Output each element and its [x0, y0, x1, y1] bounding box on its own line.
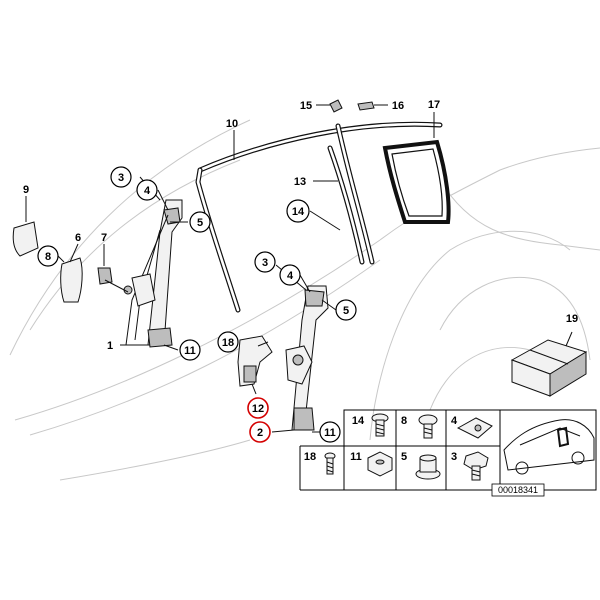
hex-nut-icon — [367, 451, 393, 477]
callout-circle — [189, 211, 211, 233]
hardware-table: 14 8 4 18 11 5 3 — [299, 409, 597, 491]
callout-label: 5 — [197, 217, 203, 229]
callout-label: 7 — [101, 232, 107, 244]
crank-handle-parts — [12, 221, 129, 303]
table-item-label: 4 — [451, 415, 458, 427]
callout-label: 3 — [118, 172, 124, 184]
clip-nut-icon — [456, 417, 493, 439]
callout-circle — [136, 179, 158, 201]
quarter-glass — [382, 139, 451, 224]
callout-label: 11 — [184, 345, 196, 357]
callout-circle — [319, 421, 341, 443]
table-item-label: 3 — [451, 451, 457, 463]
table-item-label: 18 — [304, 451, 316, 463]
callout-label: 3 — [262, 257, 268, 269]
callout-circle — [110, 166, 132, 188]
window-channel-trim — [195, 121, 443, 313]
callout-circle — [217, 331, 239, 353]
front-window-regulator — [123, 199, 183, 348]
callout-label: 19 — [566, 313, 578, 325]
callout-circle — [179, 339, 201, 361]
table-item-label: 14 — [352, 415, 365, 427]
callout-circle — [37, 245, 59, 267]
kit-box — [510, 339, 588, 397]
car-thumbnail-icon — [503, 419, 595, 475]
callout-label: 17 — [428, 99, 440, 111]
table-item-label: 5 — [401, 451, 407, 463]
callout-circle — [286, 199, 310, 223]
leader-lines — [25, 104, 573, 433]
catalog-number-text: 00018341 — [498, 485, 538, 495]
callout-label: 1 — [107, 340, 113, 352]
table-item-label: 11 — [350, 451, 362, 463]
callout-label: 13 — [294, 176, 306, 188]
callout-label: 4 — [144, 185, 151, 197]
grommet-icon — [415, 454, 441, 480]
callout-circle-highlighted — [249, 421, 271, 443]
callout-circle — [335, 299, 357, 321]
callout-label: 15 — [300, 100, 312, 112]
catalog-number: 00018341 — [491, 483, 545, 497]
callout-circle-highlighted — [247, 397, 269, 419]
callout-label: 12 — [252, 403, 264, 415]
small-clips — [329, 99, 375, 113]
callout-label: 6 — [75, 232, 81, 244]
callout-circle — [254, 251, 276, 273]
screw-icon — [371, 413, 389, 437]
callout-label: 16 — [392, 100, 404, 112]
callout-label: 18 — [222, 337, 234, 349]
table-item-label: 8 — [401, 415, 407, 427]
callout-label: 10 — [226, 118, 238, 130]
bolt-icon — [418, 414, 438, 439]
callout-label: 2 — [257, 427, 263, 439]
callout-label: 8 — [45, 251, 51, 263]
callouts: 1 2 3 3 4 4 5 5 6 7 8 9 10 11 — [23, 99, 578, 443]
callout-label: 14 — [292, 206, 305, 218]
callout-label: 4 — [287, 270, 294, 282]
regulator-motor — [237, 335, 313, 387]
callout-label: 5 — [343, 305, 349, 317]
callout-label: 11 — [324, 427, 336, 439]
callout-circle — [279, 264, 301, 286]
small-screw-icon — [324, 452, 336, 475]
callout-label: 9 — [23, 184, 29, 196]
hex-bolt-icon — [463, 451, 489, 481]
